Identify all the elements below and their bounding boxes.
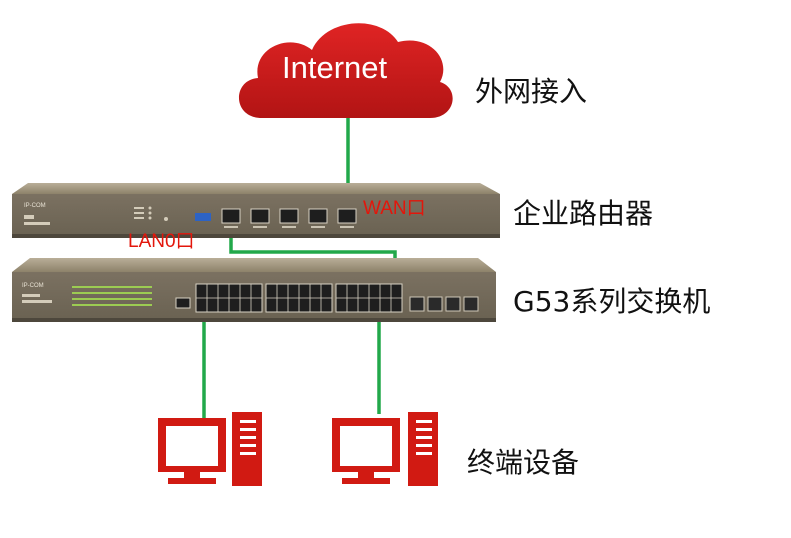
terminal-device-icon (332, 412, 438, 486)
terminal-devices-label: 终端设备 (467, 446, 580, 479)
sfp-ports (409, 296, 479, 312)
switch-brand: IP-COM (22, 283, 44, 289)
usb-port (195, 213, 211, 221)
terminal-device-icon (158, 412, 262, 486)
router-ports (221, 208, 357, 224)
router-label: 企业路由器 (513, 197, 654, 230)
lan0-port-label: LAN0口 (128, 231, 195, 252)
switch-leds (72, 286, 152, 306)
internet-cloud-icon (238, 23, 453, 119)
switch-device: IP-COM (12, 258, 496, 322)
switch-label: G53系列交换机 (513, 285, 711, 318)
internet-cloud-text: Internet (282, 50, 388, 85)
wan-port-label: WAN口 (363, 198, 426, 219)
router-brand: IP-COM (24, 203, 46, 209)
internet-access-label: 外网接入 (475, 75, 588, 108)
console-port (175, 297, 191, 309)
router-device: IP-COM (12, 183, 500, 238)
